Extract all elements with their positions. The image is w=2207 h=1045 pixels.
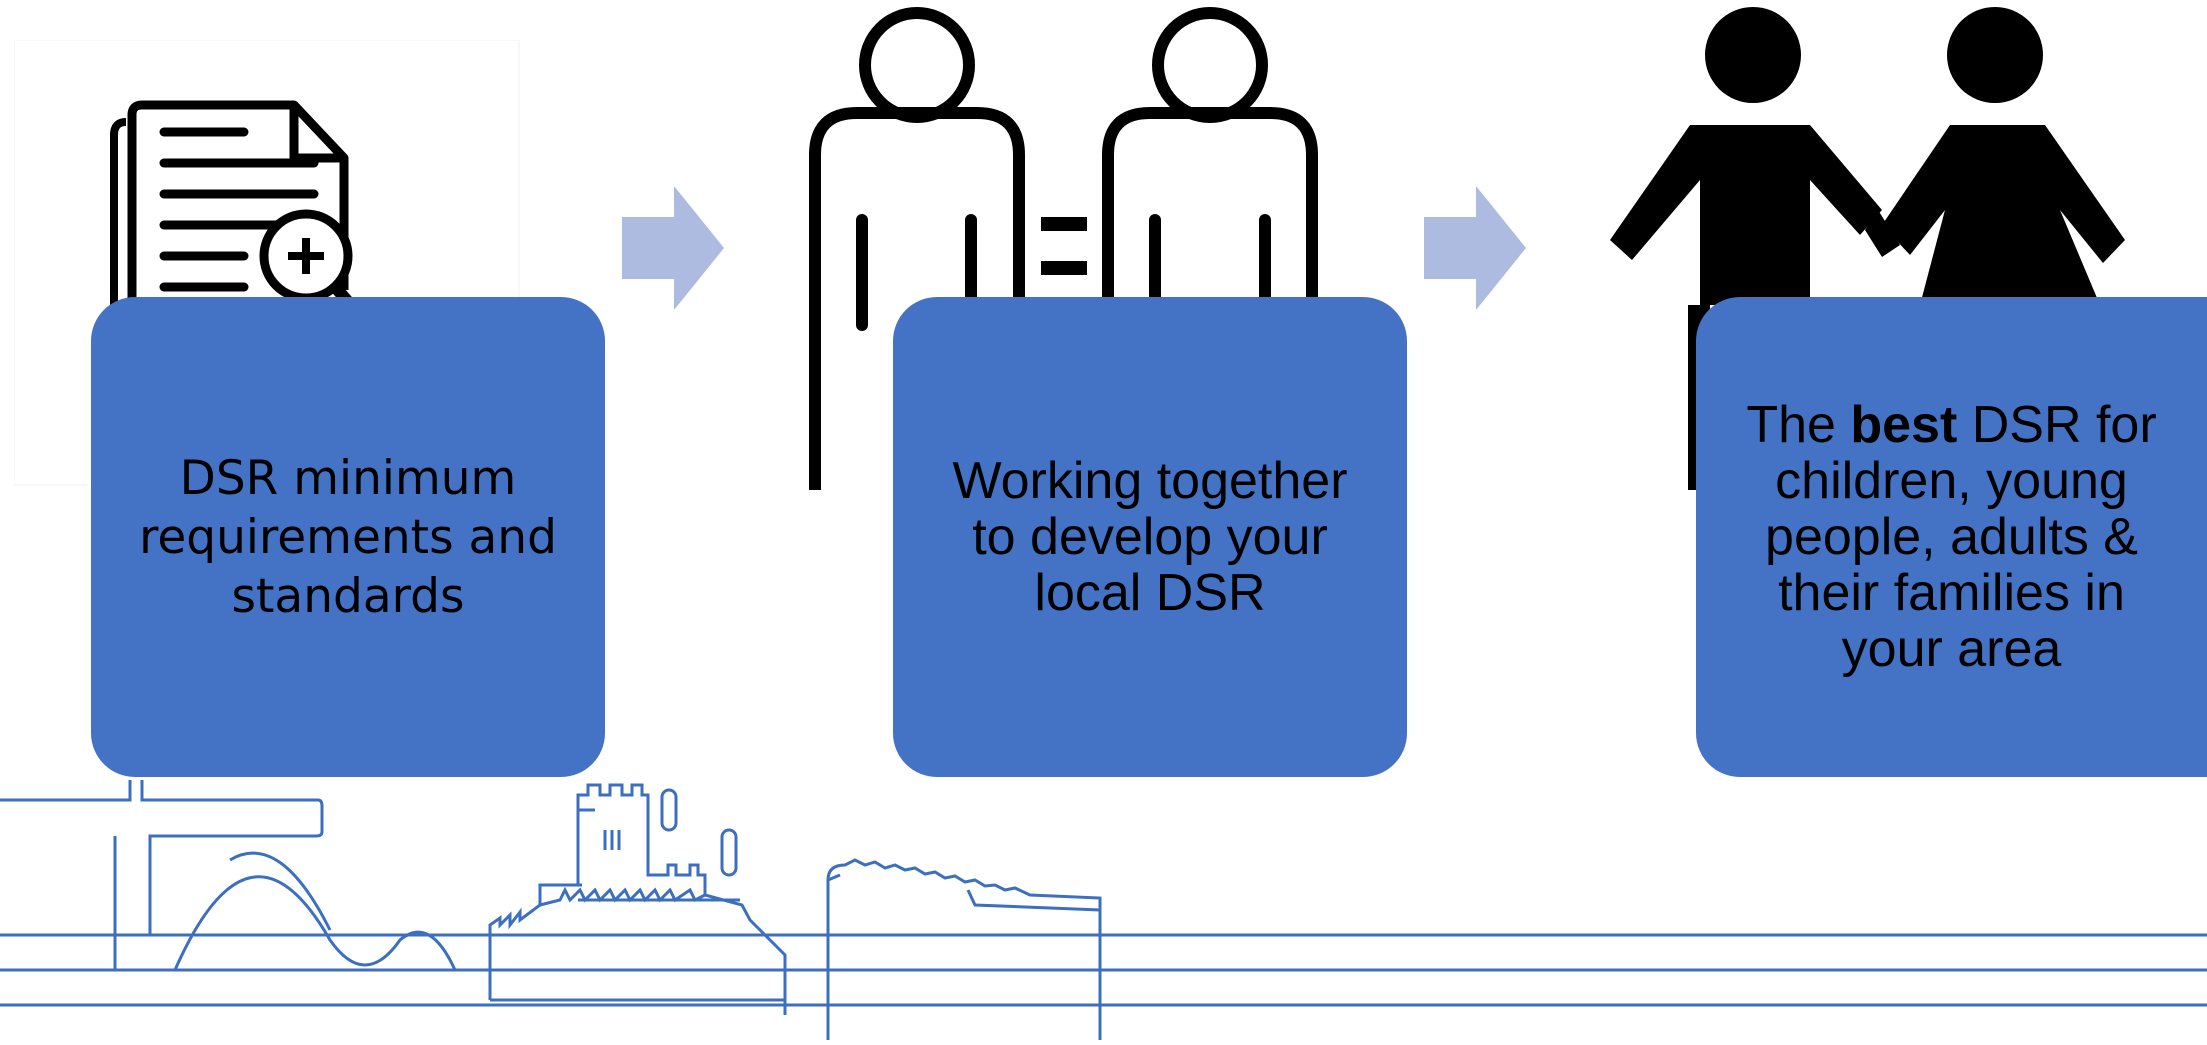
step-card-requirements: DSR minimum requirements and standards <box>91 297 605 777</box>
arrow-right-icon <box>622 186 724 315</box>
two-people-holding-hands-icon <box>1610 5 2130 495</box>
city-skyline-illustration <box>0 700 2207 1045</box>
step-card-working-together: Working together to develop your local D… <box>893 297 1407 777</box>
step-card-label: Working together to develop your local D… <box>952 452 1348 622</box>
step-card-label: The best DSR for children, young people,… <box>1696 397 2207 677</box>
equal-people-outline-icon <box>805 5 1330 495</box>
step-card-text-before: The <box>1746 396 1851 454</box>
arrow-right-icon <box>1424 186 1526 315</box>
step-card-best-dsr: The best DSR for children, young people,… <box>1696 297 2207 777</box>
step-card-label: DSR minimum requirements and standards <box>139 450 557 624</box>
step-card-text-after: DSR for children, young people, adults &… <box>1765 396 2157 678</box>
step-card-text-bold: best <box>1850 396 1958 454</box>
